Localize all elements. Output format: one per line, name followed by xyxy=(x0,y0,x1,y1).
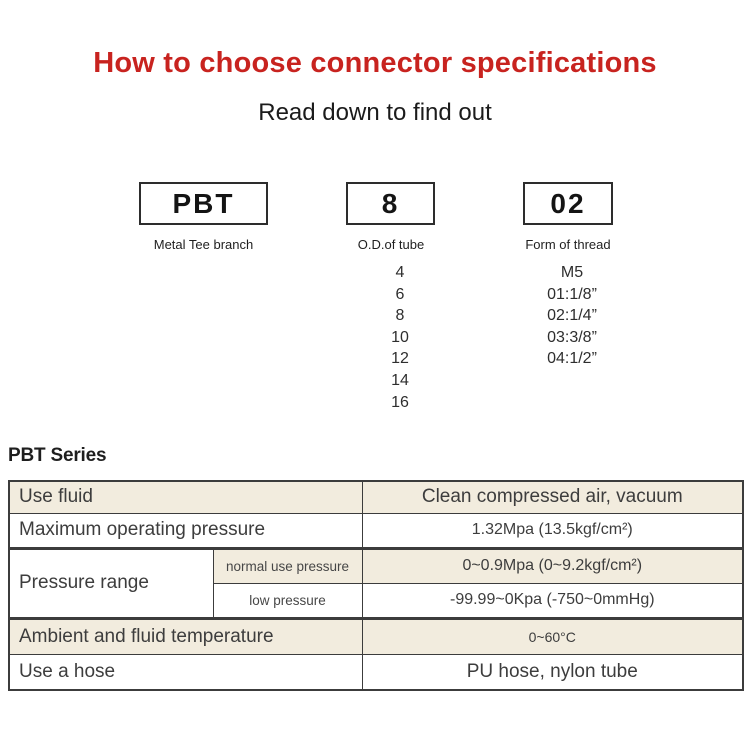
row-label: Maximum operating pressure xyxy=(8,512,363,549)
tube-size-code: 8 xyxy=(381,187,400,219)
table-row-hose: Use a hose PU hose, nylon tube xyxy=(8,653,744,691)
thread-form-option: 03:3/8” xyxy=(547,328,597,346)
table-row-max-pressure: Maximum operating pressure 1.32Mpa (13.5… xyxy=(8,512,744,549)
spec-table: Use fluid Clean compressed air, vacuum M… xyxy=(8,480,745,691)
row-label: Ambient and fluid temperature xyxy=(8,616,363,655)
page-subtitle: Read down to find out xyxy=(258,99,492,126)
table-row-temperature: Ambient and fluid temperature 0~60°C xyxy=(8,616,744,655)
tube-size-options: 4 6 8 10 12 14 16 xyxy=(350,262,450,413)
thread-form-options: M5 01:1/8” 02:1/4” 03:3/8” 04:1/2” xyxy=(502,262,642,370)
thread-code-box: 02 xyxy=(523,182,613,225)
tube-size-option: 8 xyxy=(395,307,405,325)
thread-form-label: Form of thread xyxy=(525,237,611,252)
tube-size-code-box: 8 xyxy=(346,182,435,225)
row-value: 0~0.9Mpa (0~9.2kgf/cm²) xyxy=(361,546,744,584)
row-value: -99.99~0Kpa (-750~0mmHg) xyxy=(361,582,744,619)
row-label: Use fluid xyxy=(8,480,363,514)
sub-row-label: low pressure xyxy=(212,582,363,619)
page-title: How to choose connector specifications xyxy=(93,47,657,79)
row-label: Pressure range xyxy=(8,546,214,619)
tube-size-option: 16 xyxy=(391,393,409,411)
tube-size-option: 10 xyxy=(391,328,409,346)
tube-size-option: 14 xyxy=(391,371,409,389)
thread-form-option: 04:1/2” xyxy=(547,350,597,368)
table-row-pressure-low: low pressure -99.99~0Kpa (-750~0mmHg) xyxy=(9,582,744,619)
tube-size-option: 12 xyxy=(391,350,409,368)
model-code-box: PBT xyxy=(139,182,268,225)
model-code: PBT xyxy=(172,187,235,219)
row-value: PU hose, nylon tube xyxy=(361,653,744,691)
table-row-use-fluid: Use fluid Clean compressed air, vacuum xyxy=(8,480,744,514)
model-code-label: Metal Tee branch xyxy=(153,237,254,252)
row-label: Use a hose xyxy=(8,653,363,691)
thread-form-option: M5 xyxy=(560,264,584,281)
thread-code: 02 xyxy=(550,187,586,219)
sub-row-label: normal use pressure xyxy=(212,546,363,584)
tube-size-label: O.D.of tube xyxy=(357,237,425,252)
row-value: 1.32Mpa (13.5kgf/cm²) xyxy=(361,512,744,549)
tube-size-option: 4 xyxy=(395,264,405,281)
series-heading: PBT Series xyxy=(8,445,107,466)
tube-size-option: 6 xyxy=(395,285,405,303)
row-value: 0~60°C xyxy=(361,616,744,655)
thread-form-option: 01:1/8” xyxy=(547,285,597,303)
table-row-pressure-normal: Pressure range normal use pressure 0~0.9… xyxy=(8,546,744,619)
row-value: Clean compressed air, vacuum xyxy=(361,480,744,514)
thread-form-option: 02:1/4” xyxy=(547,307,597,325)
